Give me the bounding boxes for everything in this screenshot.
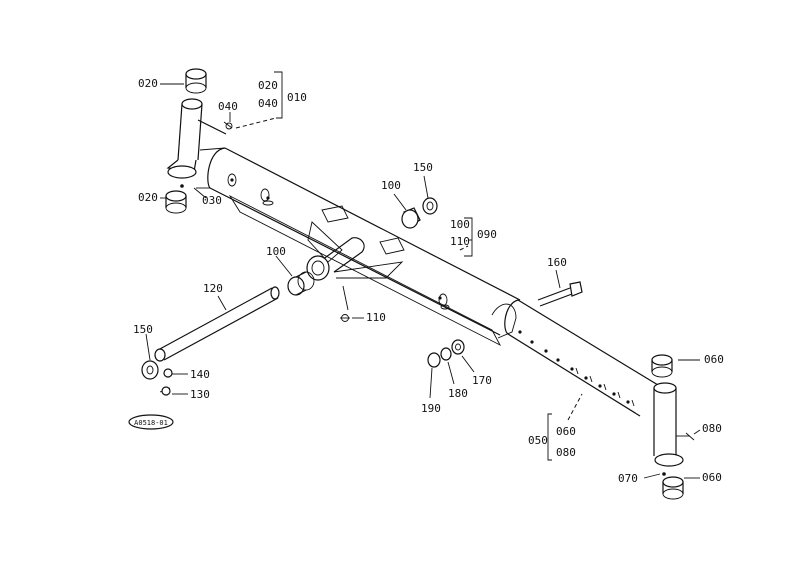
callout-labels: 020 040 020 030 020 040 010 100 150 100 … xyxy=(133,77,724,485)
pivot-bushing-upper xyxy=(401,197,438,229)
callout-160: 160 xyxy=(547,256,567,269)
bolt-160 xyxy=(537,281,583,307)
callout-170: 170 xyxy=(472,374,492,387)
callout-110: 110 xyxy=(366,311,386,324)
callout-040: 040 xyxy=(258,97,278,110)
callout-110: 110 xyxy=(450,235,470,248)
drawing-code: A0518-01 xyxy=(134,419,168,427)
callout-150: 150 xyxy=(133,323,153,336)
callout-020: 020 xyxy=(258,79,278,92)
callout-100: 100 xyxy=(450,218,470,231)
pivot-bushing-lower xyxy=(287,271,315,296)
pivot-pin xyxy=(141,286,280,396)
callout-050: 050 xyxy=(528,434,548,447)
callout-020: 020 xyxy=(138,191,158,204)
callout-020: 020 xyxy=(138,77,158,90)
callout-180: 180 xyxy=(448,387,468,400)
right-steering-knuckle xyxy=(651,354,695,500)
left-steering-knuckle xyxy=(165,68,233,214)
nut-washer-stack xyxy=(427,339,465,368)
callout-060: 060 xyxy=(556,425,576,438)
callout-080: 080 xyxy=(702,422,722,435)
callout-030: 030 xyxy=(202,194,222,207)
leader-lines xyxy=(145,71,701,479)
callout-150: 150 xyxy=(413,161,433,174)
callout-120: 120 xyxy=(203,282,223,295)
right-axle-extension xyxy=(504,299,659,417)
callout-190: 190 xyxy=(421,402,441,415)
drawing-code-stamp: A0518-01 xyxy=(128,414,174,430)
callout-060: 060 xyxy=(702,471,722,484)
callout-140: 140 xyxy=(190,368,210,381)
callout-040: 040 xyxy=(218,100,238,113)
axle-beam xyxy=(196,147,521,347)
grease-fitting xyxy=(340,285,350,322)
callout-130: 130 xyxy=(190,388,210,401)
callout-010: 010 xyxy=(287,91,307,104)
callout-080: 080 xyxy=(556,446,576,459)
callout-060: 060 xyxy=(704,353,724,366)
callout-100: 100 xyxy=(381,179,401,192)
callout-070: 070 xyxy=(618,472,638,485)
callout-100: 100 xyxy=(266,245,286,258)
callout-090: 090 xyxy=(477,228,497,241)
